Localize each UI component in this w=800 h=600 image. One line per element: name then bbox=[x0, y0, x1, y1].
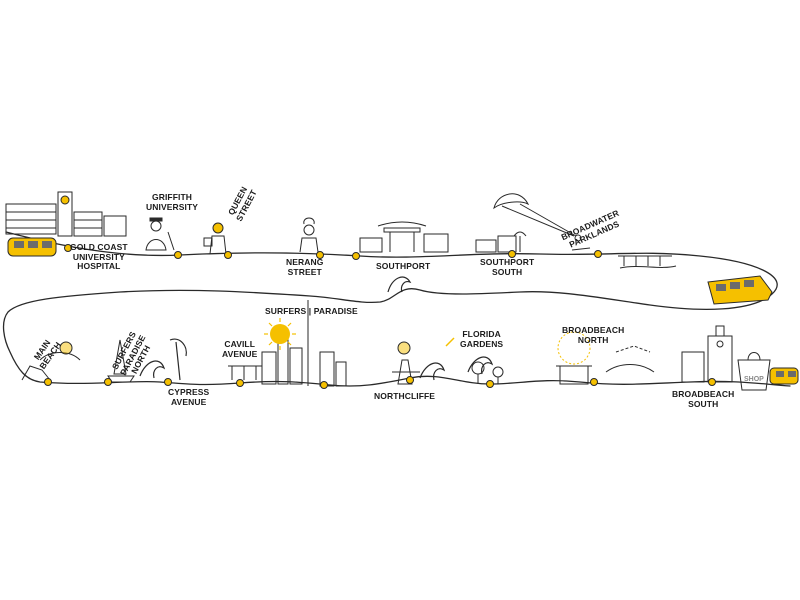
stop-southport-south bbox=[508, 250, 516, 258]
pavilion-icon bbox=[556, 331, 655, 385]
tree-icon bbox=[445, 337, 504, 384]
stop-cavill-avenue bbox=[236, 379, 244, 387]
buildings-icon bbox=[475, 231, 527, 253]
stop-gold-coast-university-hospital bbox=[64, 244, 72, 252]
arch-icon bbox=[169, 338, 187, 381]
label-broadbeach-north: BROADBEACH NORTH bbox=[562, 325, 625, 345]
worker-icon bbox=[203, 222, 227, 255]
stop-cypress-avenue bbox=[164, 378, 172, 386]
label-nerang-street: NERANG STREET bbox=[286, 257, 324, 277]
stop-griffith-university bbox=[174, 251, 182, 259]
chinese-gate-icon bbox=[359, 221, 449, 253]
stop-surfers-paradise-north bbox=[104, 378, 112, 386]
label-southport: SOUTHPORT bbox=[376, 261, 431, 271]
label-northcliffe: NORTHCLIFFE bbox=[374, 391, 436, 401]
tram-icon bbox=[7, 237, 57, 257]
stop-broadbeach-north bbox=[590, 378, 598, 386]
stop-surfers-paradise bbox=[320, 381, 328, 389]
stop-broadbeach-south bbox=[708, 378, 716, 386]
stop-southport bbox=[352, 252, 360, 260]
stop-florida-gardens bbox=[486, 380, 494, 388]
label-cavill-avenue: CAVILL AVENUE bbox=[222, 339, 258, 359]
tram-icon bbox=[769, 367, 799, 385]
label-broadbeach-south: BROADBEACH SOUTH bbox=[672, 389, 735, 409]
label-florida-gardens: FLORIDA GARDENS bbox=[460, 329, 504, 349]
tram-icon bbox=[707, 275, 773, 305]
stop-northcliffe bbox=[406, 376, 414, 384]
bridge-icon bbox=[228, 365, 262, 380]
shopping-bag-icon bbox=[681, 325, 771, 391]
label-surfers-paradise: SURFERS | PARADISE bbox=[265, 306, 358, 316]
label-gold-coast-university-hospital: GOLD COAST UNIVERSITY HOSPITAL bbox=[70, 242, 128, 271]
wave-icon bbox=[139, 276, 494, 381]
lighthouse-icon bbox=[392, 341, 420, 385]
kite-surfer-icon bbox=[493, 193, 591, 251]
stop-broadwater-parklands bbox=[594, 250, 602, 258]
label-southport-south: SOUTHPORT SOUTH bbox=[480, 257, 535, 277]
stop-main-beach bbox=[44, 378, 52, 386]
hospital-building-icon bbox=[5, 191, 127, 237]
sun-icon bbox=[264, 318, 296, 350]
stop-queen-street bbox=[224, 251, 232, 259]
ship-icon bbox=[21, 341, 81, 381]
pier-icon bbox=[618, 255, 677, 269]
label-griffith-university: GRIFFITH UNIVERSITY bbox=[146, 192, 199, 212]
station-stops bbox=[44, 244, 716, 389]
shop-sign: SHOP bbox=[744, 376, 764, 383]
chef-icon bbox=[299, 217, 319, 253]
stop-nerang-street bbox=[316, 251, 324, 259]
graduate-icon bbox=[145, 217, 175, 251]
route-line bbox=[2, 231, 791, 387]
label-cypress-avenue: CYPRESS AVENUE bbox=[168, 387, 210, 407]
